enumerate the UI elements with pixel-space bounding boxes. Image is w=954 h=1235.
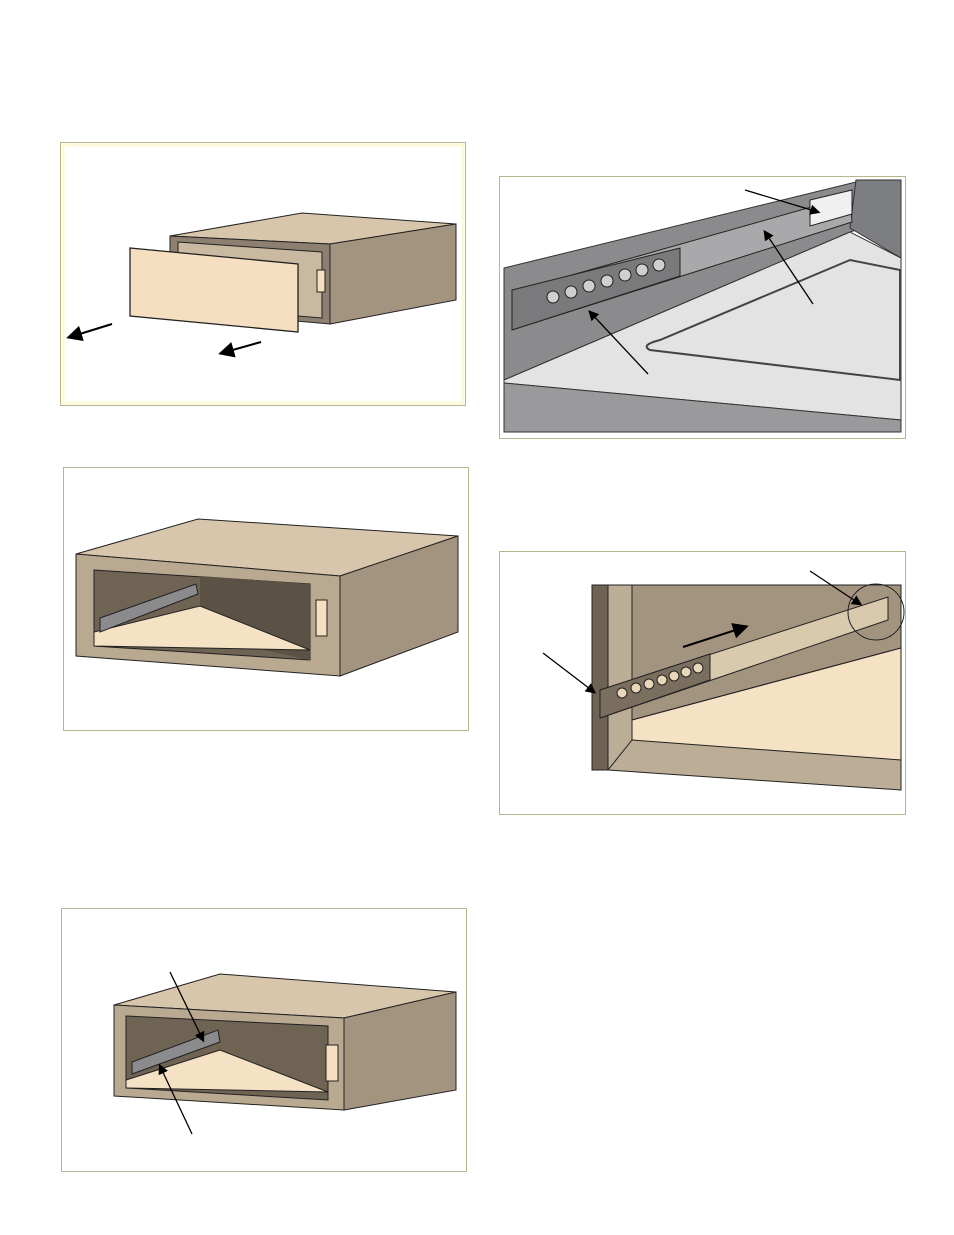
- arrow-icon: [682, 623, 749, 648]
- drawer-front: [129, 247, 299, 333]
- arrow-icon: [744, 189, 821, 215]
- arrow-icon: [588, 310, 649, 375]
- figure-cabinet-open: [63, 467, 469, 731]
- figure-rail-slide: [499, 551, 906, 815]
- arrow-icon: [809, 570, 863, 606]
- figure-rail-closeup: [499, 176, 906, 439]
- arrow-icon: [158, 1063, 193, 1135]
- arrow-icon: [763, 229, 814, 305]
- arrow-icon: [218, 341, 262, 358]
- arrow-icon: [66, 323, 113, 342]
- figure-rail-callouts: [61, 908, 467, 1172]
- arrow-icon: [169, 971, 205, 1043]
- arrow-icon: [542, 652, 597, 694]
- figure-remove-drawer: [60, 142, 466, 406]
